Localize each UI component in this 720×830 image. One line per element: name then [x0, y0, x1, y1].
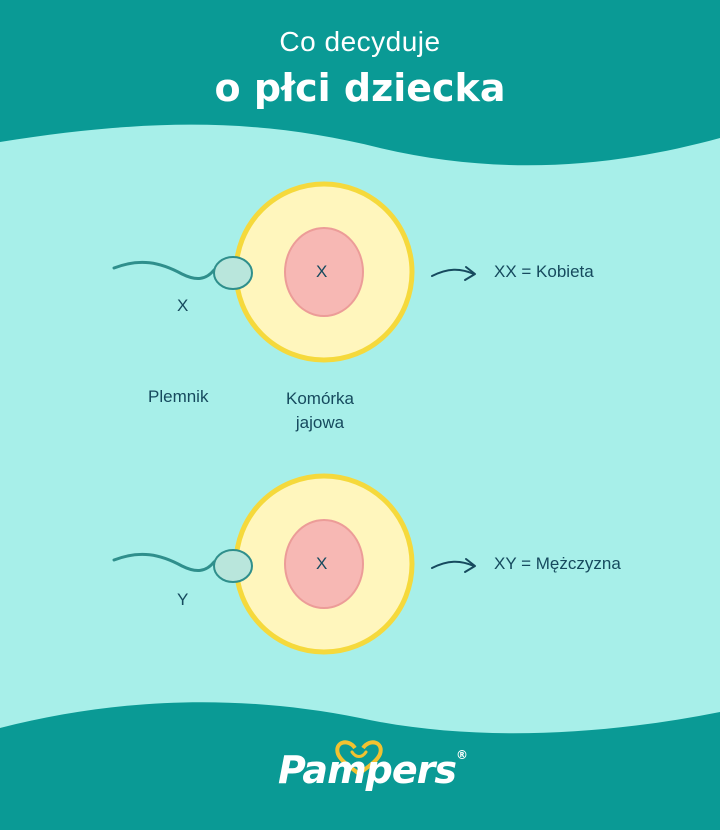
title-line-2: o płci dziecka	[214, 66, 506, 110]
heart-icon	[335, 740, 383, 776]
sperm-tail	[112, 260, 216, 280]
fertilization-row-xx	[112, 181, 476, 363]
arrow-icon	[431, 268, 475, 277]
fertilization-row-xy	[112, 473, 476, 655]
sperm-caption: Plemnik	[148, 387, 209, 406]
sperm-chromosome-label: X	[177, 296, 189, 315]
logo-text: Pampers	[278, 748, 457, 792]
result-label: XY = Mężczyzna	[494, 554, 621, 573]
arrow-head	[464, 558, 476, 573]
registered-mark: ®	[456, 748, 468, 762]
egg-nucleus	[284, 519, 364, 609]
sperm-tail	[112, 552, 216, 572]
sperm-head	[213, 549, 253, 583]
title-line-1: Co decyduje	[279, 26, 441, 57]
egg-caption-line-1: Komórka	[285, 389, 355, 408]
arrow-head	[464, 266, 476, 281]
mint-wave-panel	[0, 124, 720, 734]
sperm-head	[213, 256, 253, 290]
egg-nucleus	[284, 227, 364, 317]
egg-chromosome-label: X	[316, 262, 328, 281]
egg-caption: Komórka jajowa	[264, 387, 376, 435]
arrow-icon	[431, 560, 475, 569]
pampers-logo: Pampers®	[278, 748, 468, 792]
egg-caption-line-2: jajowa	[295, 413, 345, 432]
result-label: XX = Kobieta	[494, 262, 594, 281]
sperm-chromosome-label: Y	[177, 590, 189, 609]
egg-chromosome-label: X	[316, 554, 328, 573]
